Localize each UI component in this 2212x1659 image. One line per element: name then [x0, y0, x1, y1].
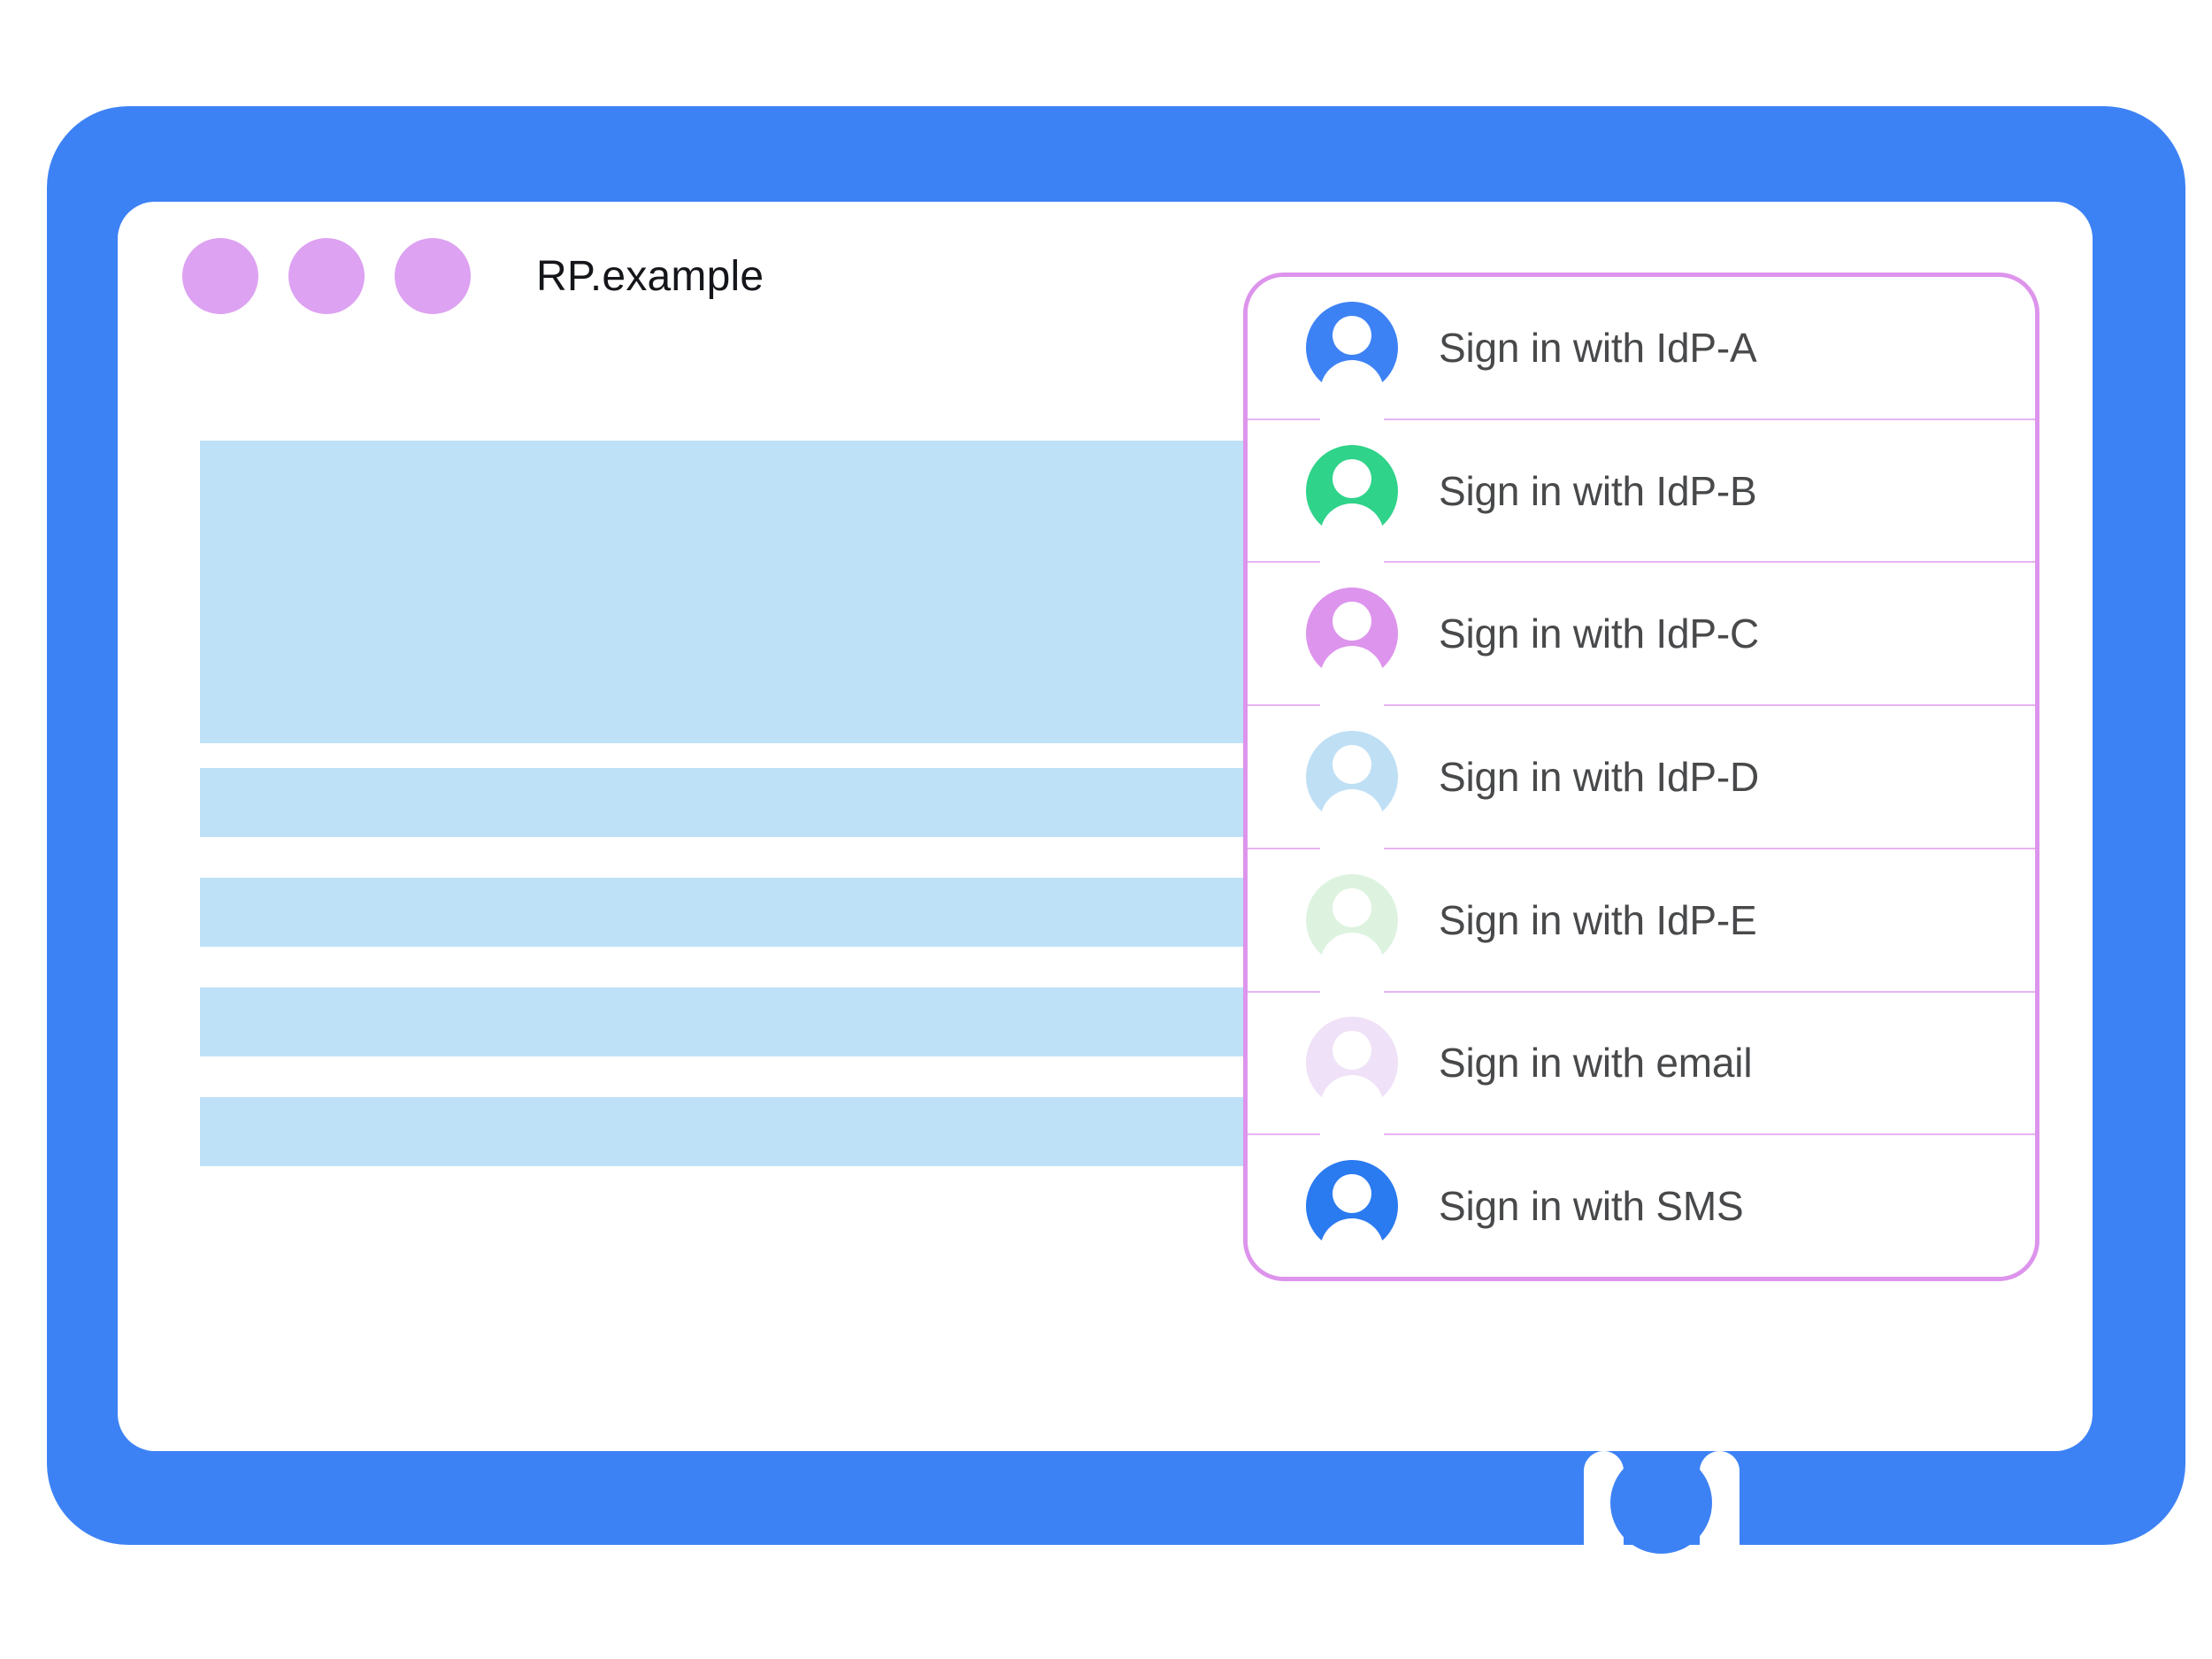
browser-titlebar: RP.example [118, 202, 2093, 350]
window-dot-minimize[interactable] [288, 238, 365, 314]
skeleton-bar-4 [200, 1097, 1248, 1166]
account-row-email[interactable]: Sign in with email [1248, 992, 2035, 1140]
skeleton-bar-2 [200, 878, 1248, 947]
skeleton-bar-1 [200, 768, 1248, 837]
window-dot-close[interactable] [182, 238, 258, 314]
page-content-placeholder [200, 441, 1248, 1166]
person-avatar-icon [1306, 1160, 1398, 1277]
account-label: Sign in with email [1439, 1040, 1753, 1087]
page-title: RP.example [536, 252, 764, 300]
person-avatar-icon [1306, 1017, 1398, 1140]
window-dot-maximize[interactable] [395, 238, 471, 314]
fedcm-account-chooser: Sign in with IdP-A Sign in with IdP-B Si… [1243, 273, 2039, 1281]
person-avatar-icon [1306, 731, 1398, 854]
account-row-idp-a[interactable]: Sign in with IdP-A [1248, 277, 2035, 424]
skeleton-hero [200, 441, 1248, 743]
person-avatar-icon [1306, 873, 1398, 996]
account-row-idp-d[interactable]: Sign in with IdP-D [1248, 706, 2035, 854]
person-avatar-icon [1306, 588, 1398, 710]
skeleton-bar-3 [200, 987, 1248, 1056]
window-controls [182, 238, 471, 314]
account-label: Sign in with IdP-D [1439, 754, 1759, 801]
account-label: Sign in with IdP-B [1439, 467, 1757, 514]
account-row-idp-c[interactable]: Sign in with IdP-C [1248, 563, 2035, 710]
account-label: Sign in with IdP-C [1439, 611, 1759, 657]
person-avatar-icon [1306, 301, 1398, 424]
person-avatar-icon [1306, 444, 1398, 567]
account-row-idp-e[interactable]: Sign in with IdP-E [1248, 849, 2035, 996]
account-label: Sign in with IdP-A [1439, 324, 1757, 371]
account-label: Sign in with IdP-E [1439, 896, 1757, 943]
home-button[interactable] [1610, 1452, 1712, 1554]
account-row-sms[interactable]: Sign in with SMS [1248, 1135, 2035, 1277]
account-label: Sign in with SMS [1439, 1183, 1744, 1230]
browser-window: RP.example Sign in with IdP-A Sign i [118, 202, 2093, 1451]
account-row-idp-b[interactable]: Sign in with IdP-B [1248, 419, 2035, 567]
